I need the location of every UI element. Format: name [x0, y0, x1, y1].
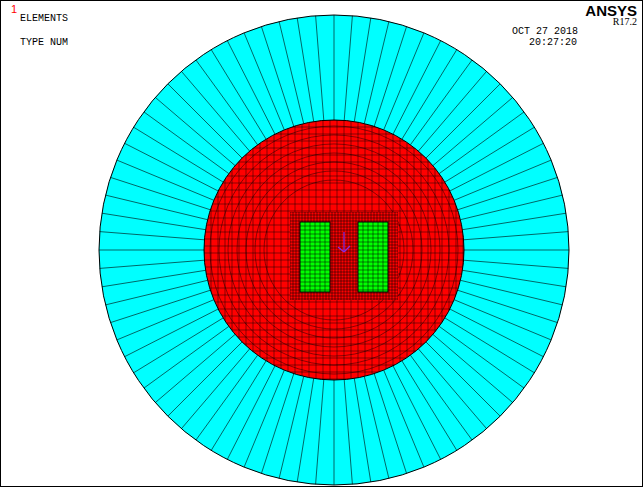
core-mesh-lines	[290, 212, 398, 300]
core-region	[290, 212, 398, 300]
air-inner-region	[204, 120, 464, 380]
inner-mesh-lines	[203, 119, 465, 381]
plot-option: TYPE NUM	[20, 38, 68, 48]
axis-triad	[338, 232, 350, 252]
plot-type: ELEMENTS	[20, 14, 68, 24]
window-number: 1	[11, 3, 17, 15]
plot-time: 20:27:20	[529, 38, 577, 48]
radial-mesh-lines	[99, 15, 569, 485]
software-version: R17.2	[613, 16, 637, 27]
plot-date: OCT 27 2018	[512, 27, 578, 37]
coil-mesh-lines	[300, 222, 388, 292]
air-outer-region	[99, 15, 569, 485]
